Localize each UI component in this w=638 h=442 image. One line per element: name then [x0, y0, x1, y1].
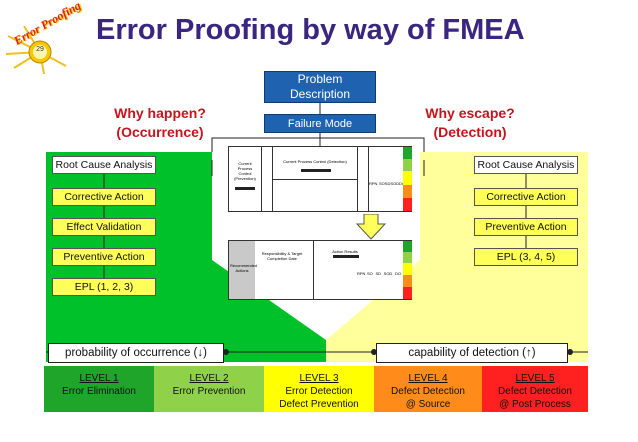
- logo-badge: 29: [36, 46, 44, 53]
- failure-mode-box: Failure Mode: [264, 114, 376, 133]
- form-top-rpn: RPN: [369, 181, 378, 186]
- why-escape-title: Why escape?: [425, 105, 515, 121]
- probability-of-occurrence-box: probability of occurrence (↓): [48, 343, 224, 363]
- why-happen-label: Why happen? (Occurrence): [104, 104, 216, 142]
- down-arrow-icon: [356, 214, 386, 240]
- level-5: LEVEL 5 Defect Detection @ Post Process: [482, 366, 588, 412]
- problem-description-box: Problem Description: [264, 71, 376, 103]
- form-top-severity-col: [262, 147, 273, 211]
- fmea-form-top: Current Process Control (Prevention) Cur…: [228, 146, 412, 212]
- form-bottom-col1: Recommended Actions: [230, 263, 258, 273]
- form-top-level-strip: [403, 147, 412, 211]
- left-epl-box: EPL (1, 2, 3): [52, 278, 156, 296]
- strip-bottom-orange: [403, 275, 412, 287]
- level-3-line1: Error Detection: [285, 386, 353, 397]
- form-bottom-sub-so: SO: [367, 271, 373, 276]
- form-top-sub-labels: SO SD SOD DO: [379, 181, 405, 186]
- strip-yellow: [403, 171, 412, 185]
- form-top-det-col: [357, 147, 369, 211]
- form-top-sub-so: SO: [379, 181, 385, 186]
- form-top-sub-sod: SOD: [390, 181, 400, 186]
- form-bottom-sub-do: DO: [394, 271, 401, 276]
- form-top-sub-sd: SD: [384, 181, 391, 186]
- level-4-heading: LEVEL 4: [408, 373, 448, 384]
- form-top-col1: Current Process Control (Prevention): [234, 161, 256, 181]
- why-happen-title: Why happen?: [114, 105, 206, 121]
- form-bottom-sub-labels: SO SD SOD DO: [367, 271, 401, 276]
- capability-of-detection-box: capability of detection (↑): [376, 343, 568, 363]
- fmea-form-bottom: Recommended Actions Responsibility & Tar…: [228, 240, 412, 300]
- strip-red: [403, 198, 412, 211]
- form-top-col2: Current Process Control (Detection): [283, 159, 347, 164]
- level-5-line2: @ Post Process: [499, 399, 571, 410]
- strip-bottom-yellow: [403, 263, 412, 275]
- form-top-sub-do: DO: [399, 181, 405, 186]
- left-corrective-action: Corrective Action: [52, 188, 156, 206]
- form-bottom-sub-sod: SOD: [383, 271, 393, 276]
- right-corrective-action: Corrective Action: [474, 188, 578, 206]
- form-bottom-vline: [313, 241, 314, 299]
- strip-bottom-green: [403, 241, 412, 252]
- strip-bottom-lightgreen: [403, 252, 412, 263]
- level-5-line1: Defect Detection: [498, 386, 572, 397]
- form-bottom-col2: Responsibility & Target Completion Date: [261, 251, 303, 261]
- logo-burst-icon: [5, 25, 67, 75]
- right-root-cause-analysis: Root Cause Analysis: [474, 156, 578, 174]
- form-bottom-shade-left: [229, 241, 255, 299]
- form-top-divider-1: [261, 147, 262, 211]
- strip-bottom-red: [403, 287, 412, 299]
- form-bottom-col3-mark: [333, 255, 359, 258]
- level-2-heading: LEVEL 2: [189, 373, 229, 384]
- level-3-line2: Defect Prevention: [279, 399, 359, 410]
- form-bottom-rpn: RPN: [357, 271, 366, 276]
- form-top-hline: [273, 179, 357, 180]
- level-3-heading: LEVEL 3: [299, 373, 339, 384]
- level-4-line2: @ Source: [405, 399, 451, 410]
- form-bottom-level-strip: [403, 241, 412, 299]
- strip-lightgreen: [403, 159, 412, 171]
- right-epl-box: EPL (3, 4, 5): [474, 248, 578, 266]
- strip-orange: [403, 185, 412, 198]
- level-4: LEVEL 4 Defect Detection @ Source: [374, 366, 482, 412]
- left-preventive-action: Preventive Action: [52, 248, 156, 266]
- level-1-line1: Error Elimination: [62, 386, 136, 397]
- level-2-line1: Error Prevention: [172, 386, 246, 397]
- level-4-line1: Defect Detection: [391, 386, 465, 397]
- why-happen-subtitle: (Occurrence): [116, 124, 204, 140]
- form-bottom-col3: Action Results: [332, 249, 358, 254]
- page-title: Error Proofing by way of FMEA: [96, 14, 525, 46]
- level-2: LEVEL 2 Error Prevention: [154, 366, 264, 412]
- form-top-col2-mark: [301, 169, 331, 172]
- strip-green: [403, 147, 412, 159]
- level-1-heading: LEVEL 1: [79, 373, 119, 384]
- form-bottom-sub-sd: SD: [375, 271, 381, 276]
- level-3: LEVEL 3 Error Detection Defect Preventio…: [264, 366, 374, 412]
- left-effect-validation: Effect Validation: [52, 218, 156, 236]
- why-escape-subtitle: (Detection): [433, 124, 507, 140]
- level-1: LEVEL 1 Error Elimination: [44, 366, 154, 412]
- right-preventive-action: Preventive Action: [474, 218, 578, 236]
- form-top-col1-mark: [235, 187, 255, 190]
- level-5-heading: LEVEL 5: [515, 373, 555, 384]
- why-escape-label: Why escape? (Detection): [414, 104, 526, 142]
- left-root-cause-analysis: Root Cause Analysis: [52, 156, 156, 174]
- logo: Error Proofing 29: [4, 0, 83, 76]
